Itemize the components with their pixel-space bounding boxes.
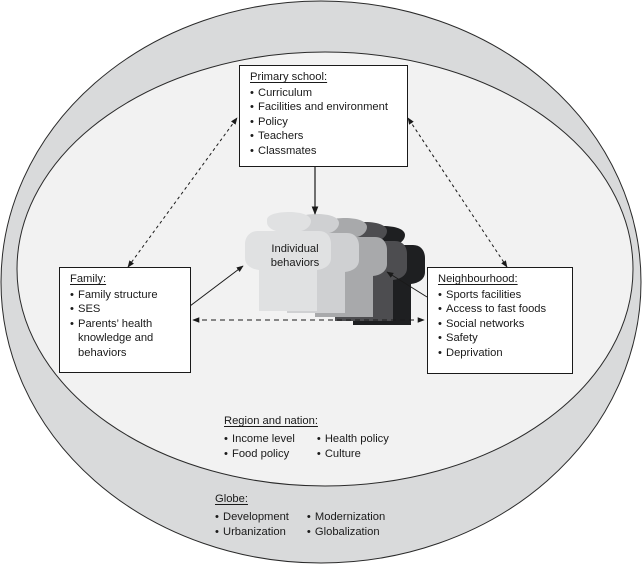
family-list: Family structure SES Parents’ health kno…	[70, 288, 182, 361]
region-list: Income level Health policy Food policy C…	[224, 432, 389, 463]
individual-figures	[245, 212, 425, 325]
list-item: Urbanization	[215, 525, 289, 541]
dashed-arrow-family-school	[127, 117, 238, 268]
list-item: Facilities and environment	[250, 100, 407, 115]
globe-section: Globe: Development Modernization Urbaniz…	[215, 492, 385, 541]
list-item: Development	[215, 510, 289, 526]
region-title: Region and nation:	[224, 415, 318, 427]
list-item: Classmates	[250, 144, 407, 159]
neighbourhood-box: Neighbourhood: Sports facilities Access …	[427, 267, 573, 374]
arrow-family-to-individual	[189, 265, 244, 307]
region-section: Region and nation: Income level Health p…	[224, 414, 389, 463]
list-item: Policy	[250, 115, 407, 130]
individual-behaviors-label: Individual behaviors	[259, 242, 331, 270]
neighbourhood-list: Sports facilities Access to fast foods S…	[438, 288, 572, 361]
primary-school-box: Primary school: Curriculum Facilities an…	[239, 65, 408, 167]
list-item: Health policy	[317, 432, 389, 448]
family-title: Family:	[70, 273, 107, 285]
list-item: Family structure	[70, 288, 182, 303]
list-item: Food policy	[224, 447, 295, 463]
family-box: Family: Family structure SES Parents’ he…	[59, 267, 191, 373]
primary-school-list: Curriculum Facilities and environment Po…	[250, 86, 407, 159]
list-item: Income level	[224, 432, 295, 448]
list-item: Globalization	[307, 525, 385, 541]
list-item: Social networks	[438, 317, 572, 332]
arrow-neighbourhood-to-individual	[386, 271, 428, 298]
list-item: Deprivation	[438, 346, 572, 361]
list-item: Access to fast foods	[438, 302, 572, 317]
globe-title: Globe:	[215, 493, 248, 505]
list-item: Teachers	[250, 129, 407, 144]
list-item: Parents’ health knowledge and behaviors	[70, 317, 182, 361]
list-item: Sports facilities	[438, 288, 572, 303]
list-item: Modernization	[307, 510, 385, 526]
list-item: Safety	[438, 331, 572, 346]
person-figure-1	[245, 212, 331, 311]
neighbourhood-title: Neighbourhood:	[438, 273, 518, 285]
globe-list: Development Modernization Urbanization G…	[215, 510, 385, 541]
list-item: SES	[70, 302, 182, 317]
label-line-2: behaviors	[270, 257, 320, 269]
list-item: Curriculum	[250, 86, 407, 101]
list-item: Culture	[317, 447, 389, 463]
label-line-1: Individual	[271, 243, 319, 255]
primary-school-title: Primary school:	[250, 71, 328, 83]
